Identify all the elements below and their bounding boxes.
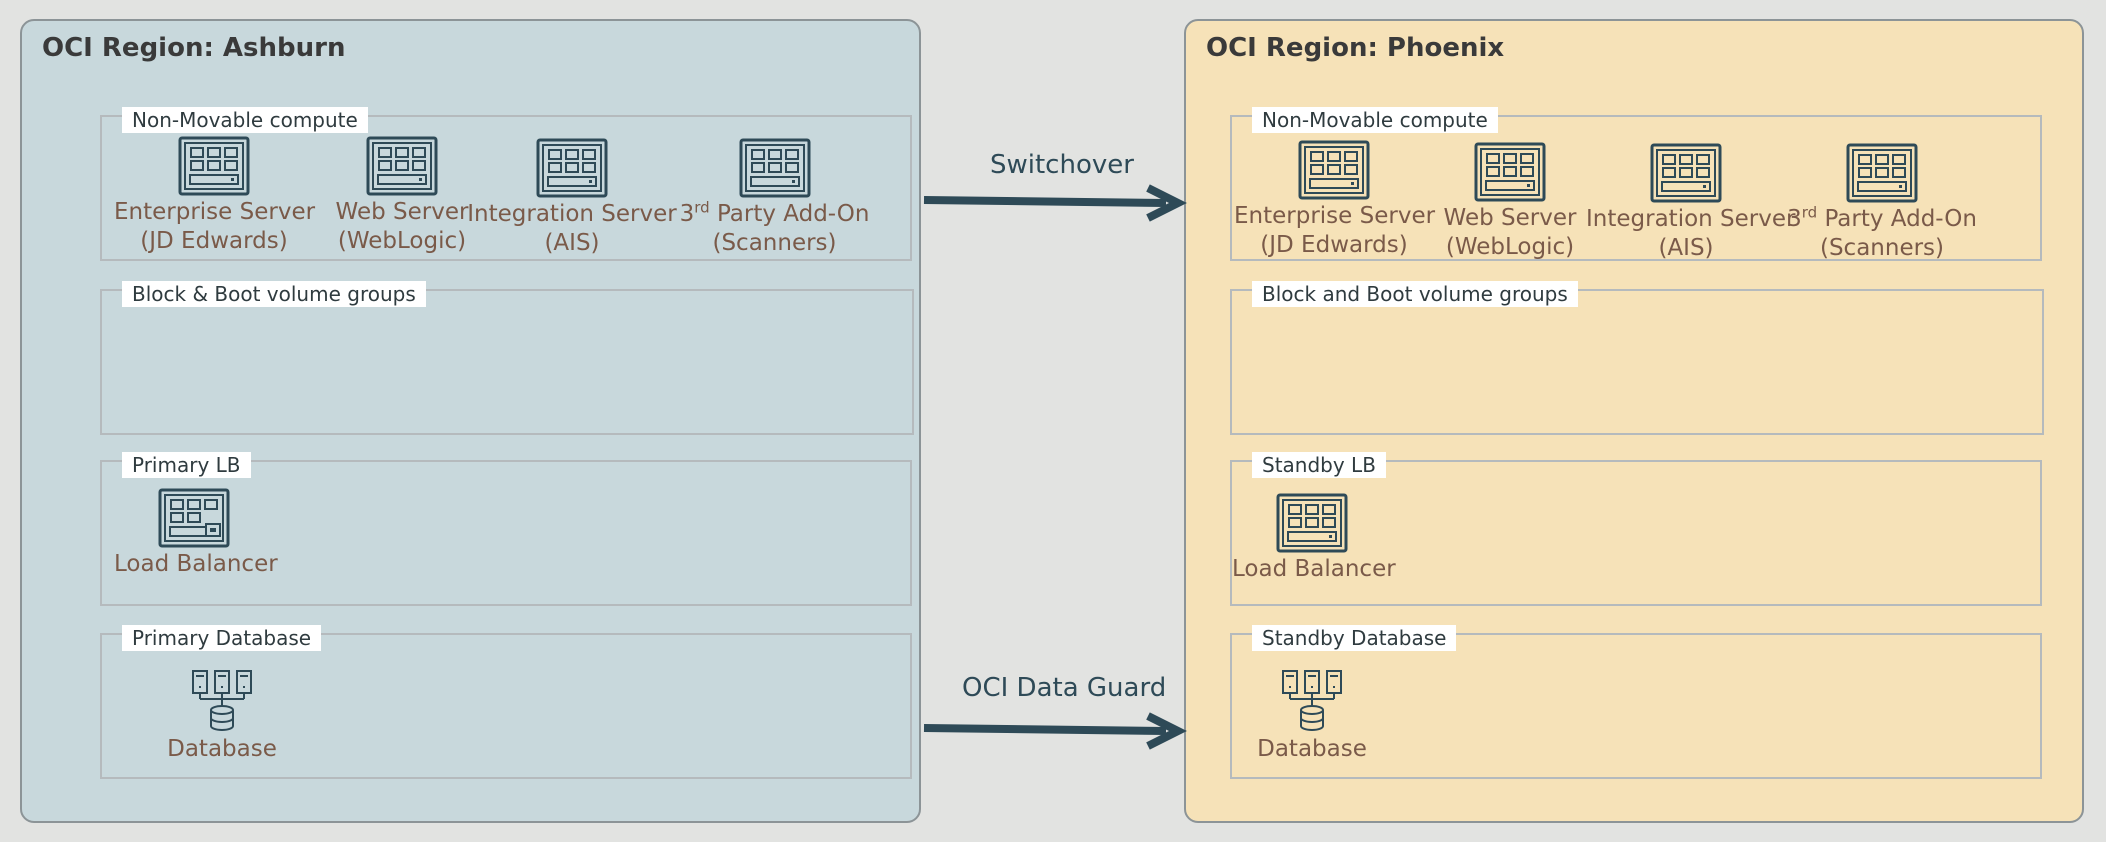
- node-sublabel: (AIS): [544, 230, 600, 256]
- database-cluster-icon: [192, 670, 252, 731]
- server-icon: [1474, 142, 1546, 202]
- group-primary-database: Primary Database: [100, 625, 912, 779]
- node-sublabel: (Scanners): [1819, 235, 1945, 261]
- node-label: Integration Server: [467, 201, 677, 227]
- group-label: Standby Database: [1252, 625, 1457, 651]
- node-sublabel: (Scanners): [712, 230, 837, 256]
- group-non-movable-compute: Non-Movable compute: [1230, 107, 2042, 261]
- node-label: Enterprise Server: [1234, 203, 1436, 229]
- group-block-boot-volumes: Block and Boot volume groups: [1230, 281, 2044, 435]
- node-sublabel: (WebLogic): [1445, 234, 1575, 260]
- group-standby-database: Standby Database: [1230, 625, 2042, 779]
- node-label-rest: Party Add-On: [709, 201, 870, 227]
- switchover-label: Switchover: [990, 150, 1134, 180]
- switchover-arrow: [923, 184, 1187, 222]
- node-enterprise-server[interactable]: Enterprise Server (JD Edwards): [114, 136, 316, 256]
- node-label-prefix: 3: [1787, 206, 1802, 232]
- node-label: Integration Server: [1586, 206, 1796, 232]
- server-icon: [536, 138, 608, 198]
- node-database[interactable]: Database: [142, 667, 302, 764]
- database-cluster-icon: [1282, 670, 1342, 731]
- region-title: OCI Region: Phoenix: [1206, 33, 1505, 63]
- group-label: Non-Movable compute: [1252, 107, 1498, 133]
- group-non-movable-compute: Non-Movable compute: [100, 107, 912, 261]
- region-ashburn: OCI Region: Ashburn Non-Movable compute …: [20, 19, 921, 823]
- node-label: Web Server: [335, 199, 469, 225]
- group-label: Block and Boot volume groups: [1252, 281, 1578, 307]
- node-label: 3rd Party Add-On: [662, 200, 887, 229]
- data-guard-arrow: [923, 712, 1187, 750]
- superscript: rd: [1801, 203, 1818, 222]
- node-label: Load Balancer: [1232, 556, 1396, 582]
- node-enterprise-server[interactable]: Enterprise Server (JD Edwards): [1234, 140, 1436, 260]
- node-load-balancer[interactable]: Load Balancer: [1232, 493, 1396, 584]
- node-sublabel: (JD Edwards): [1260, 232, 1408, 258]
- node-label: Web Server: [1443, 205, 1577, 231]
- region-title: OCI Region: Ashburn: [42, 33, 346, 63]
- superscript: rd: [694, 198, 710, 217]
- node-integration-server[interactable]: Integration Server (AIS): [1586, 143, 1796, 263]
- node-sublabel: (WebLogic): [337, 228, 467, 254]
- server-icon: [1298, 140, 1370, 200]
- node-database[interactable]: Database: [1232, 667, 1392, 764]
- server-icon: [739, 138, 810, 198]
- node-label: Database: [1257, 736, 1367, 762]
- node-label: Load Balancer: [114, 551, 278, 577]
- node-integration-server[interactable]: Integration Server (AIS): [462, 138, 682, 258]
- node-label: Enterprise Server: [114, 199, 316, 225]
- group-label: Primary Database: [122, 625, 322, 651]
- node-label-rest: Party Add-On: [1817, 206, 1977, 232]
- group-label: Primary LB: [122, 452, 251, 478]
- node-web-server[interactable]: Web Server (WebLogic): [1430, 142, 1590, 262]
- node-third-party-addon[interactable]: 3rd Party Add-On (Scanners): [662, 138, 887, 258]
- group-label: Non-Movable compute: [122, 107, 368, 133]
- load-balancer-icon: [1276, 493, 1348, 553]
- group-primary-lb: Primary LB: [100, 452, 912, 606]
- data-guard-label: OCI Data Guard: [962, 673, 1167, 703]
- group-label: Standby LB: [1252, 452, 1386, 478]
- node-label: Database: [167, 736, 277, 762]
- group-block-boot-volumes: Block & Boot volume groups: [100, 281, 914, 435]
- node-label-prefix: 3: [679, 201, 695, 227]
- node-load-balancer[interactable]: Load Balancer: [114, 488, 278, 579]
- node-sublabel: (AIS): [1658, 235, 1714, 261]
- server-icon: [1846, 143, 1918, 203]
- node-label: 3rd Party Add-On: [1782, 205, 1982, 234]
- server-icon: [366, 136, 438, 196]
- server-icon: [178, 136, 250, 196]
- node-sublabel: (JD Edwards): [140, 228, 288, 254]
- group-label: Block & Boot volume groups: [122, 281, 426, 307]
- load-balancer-icon: [158, 488, 230, 548]
- node-web-server[interactable]: Web Server (WebLogic): [322, 136, 482, 256]
- group-standby-lb: Standby LB: [1230, 452, 2042, 606]
- region-phoenix: OCI Region: Phoenix Non-Movable compute …: [1184, 19, 2084, 823]
- node-third-party-addon[interactable]: 3rd Party Add-On (Scanners): [1782, 143, 1982, 263]
- server-icon: [1650, 143, 1722, 203]
